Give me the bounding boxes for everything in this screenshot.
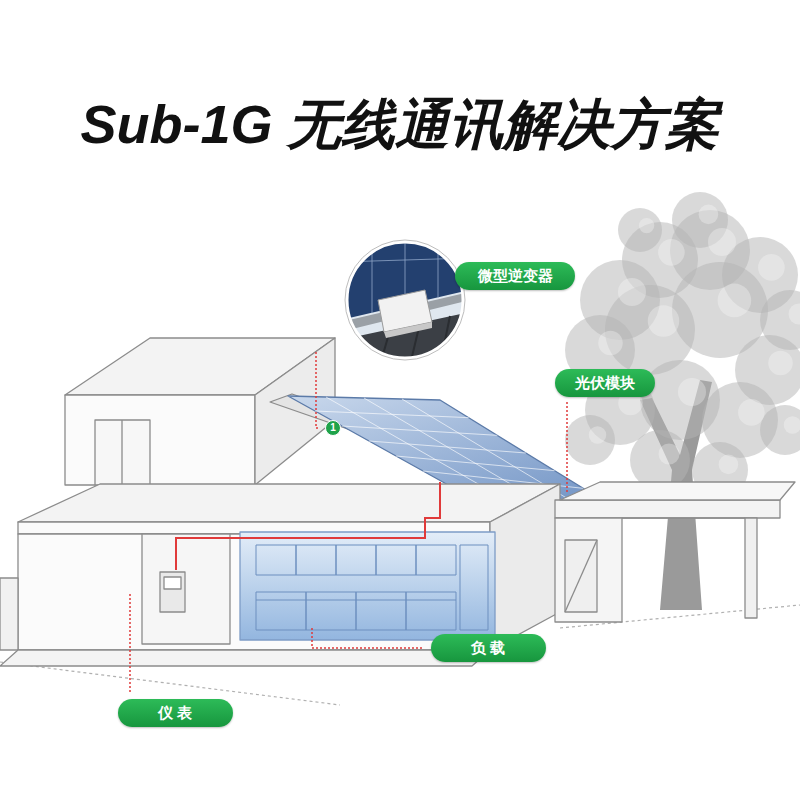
tree-sketch	[760, 405, 800, 455]
house-sketch	[565, 540, 597, 612]
callout-number: 1	[325, 420, 341, 436]
tree-sketch	[678, 378, 706, 406]
house-sketch	[95, 420, 150, 485]
tree-sketch	[768, 351, 793, 376]
house-sketch	[296, 545, 336, 575]
tree-sketch	[598, 331, 623, 356]
tree-sketch	[630, 430, 690, 490]
tree-sketch	[618, 208, 662, 252]
tree-sketch	[758, 254, 785, 281]
microinverter-photo	[345, 240, 465, 360]
tree-sketch	[719, 455, 739, 475]
tree-sketch	[618, 278, 646, 306]
house-sketch	[560, 482, 795, 500]
house-sketch	[376, 545, 416, 575]
power-wire	[176, 482, 440, 570]
house-sketch	[745, 518, 757, 618]
tree-sketch	[589, 426, 607, 444]
house-sketch	[0, 338, 795, 666]
callout-label: 光伏模块	[555, 369, 655, 397]
tree-sketch	[565, 415, 615, 465]
house-sketch	[18, 484, 560, 522]
node-text: 负 载	[471, 639, 505, 657]
leader-line	[130, 352, 567, 693]
tree-sketch	[659, 444, 680, 465]
house-sketch	[0, 650, 490, 666]
house-sketch	[622, 517, 745, 518]
house-sketch	[416, 545, 456, 575]
house-sketch	[326, 397, 491, 491]
node-text: 光伏模块	[575, 374, 635, 392]
house-sketch	[256, 592, 306, 630]
leader-line	[316, 352, 320, 428]
house-sketch	[460, 545, 488, 630]
page-title: Sub-1G 无线通讯解决方案	[80, 95, 719, 154]
tree-sketch	[658, 239, 685, 266]
microinverter-photo	[438, 235, 439, 298]
microinverter-photo	[340, 235, 470, 365]
node-text: 微型逆变器	[478, 267, 553, 285]
house-sketch	[364, 398, 531, 496]
microinverter-photo	[350, 336, 360, 365]
tree-sketch	[708, 228, 736, 256]
power-wire	[176, 482, 440, 570]
microinverter-photo	[340, 235, 470, 365]
house-sketch	[406, 592, 456, 630]
house-sketch	[65, 395, 255, 485]
tree-sketch	[718, 284, 752, 318]
house-sketch	[256, 600, 456, 601]
house-sketch	[256, 545, 296, 575]
leader-line	[566, 402, 568, 492]
leader-line	[312, 628, 423, 648]
tree-sketch	[784, 416, 800, 434]
tree-sketch	[738, 399, 765, 426]
microinverter-photo	[372, 235, 373, 313]
microinverter-photo	[384, 322, 432, 338]
house-sketch	[336, 545, 376, 575]
house-sketch	[555, 518, 622, 622]
house-sketch	[160, 572, 185, 612]
tree-sketch	[789, 304, 800, 325]
callout-label: 负 载	[431, 634, 546, 662]
house-sketch	[256, 545, 488, 630]
leader-line	[129, 594, 131, 693]
node-text: 1	[330, 423, 336, 433]
house-sketch	[490, 484, 560, 650]
callout-label: 微型逆变器	[455, 262, 575, 290]
house-sketch	[142, 534, 230, 644]
house-sketch	[0, 578, 18, 650]
microinverter-photo	[347, 242, 463, 358]
microinverter-photo	[340, 235, 470, 365]
callout-label: 仪 表	[118, 699, 233, 727]
house-sketch	[555, 500, 780, 518]
tree-sketch	[699, 205, 719, 225]
tree-sketch	[639, 218, 654, 233]
house-sketch	[565, 540, 597, 612]
house-sketch	[240, 532, 495, 640]
tree-sketch	[648, 305, 680, 337]
node-text: 仪 表	[158, 704, 192, 722]
house-sketch	[306, 592, 356, 630]
house-sketch	[121, 420, 122, 485]
house-sketch	[164, 577, 181, 589]
house-sketch	[356, 592, 406, 630]
